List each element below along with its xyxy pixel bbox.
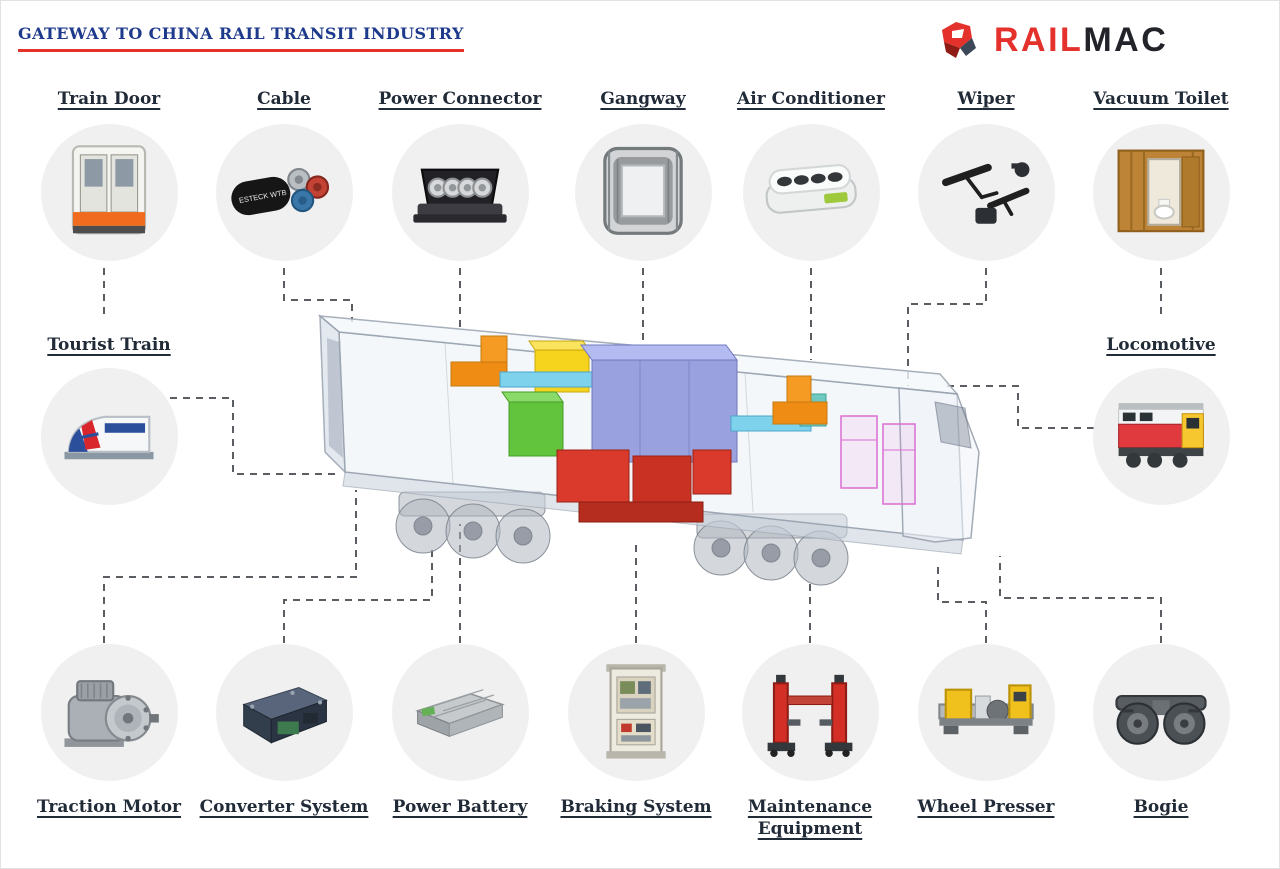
train-roof-equipment [450,335,828,463]
power-connector-icon [413,168,507,223]
product-braking-system[interactable]: Braking System [548,644,724,818]
product-image-circle [391,124,529,262]
product-image-circle [917,644,1055,781]
product-label: Vacuum Toilet [1093,89,1229,109]
brand-logo[interactable]: RAILMAC [938,18,1168,62]
product-image-circle [1092,124,1230,262]
bogie-icon [1115,694,1207,745]
product-image-circle [742,124,880,262]
traction-motor-icon [64,679,159,747]
product-gangway[interactable]: Gangway [555,88,731,262]
connector-locomotive [944,385,1094,429]
connector-wiper [907,268,987,386]
product-power-battery[interactable]: Power Battery [372,644,548,818]
train-cutaway-illustration [317,314,980,586]
connector-converter-system [283,550,433,643]
product-image-circle [574,124,712,262]
braking-system-icon [606,663,666,759]
train-cab [898,387,980,543]
product-label: Power Connector [378,89,542,109]
railmac-logo-icon [942,22,976,58]
brand-word-mac: MAC [1083,21,1169,59]
product-label: Tourist Train [47,335,171,355]
product-bogie[interactable]: Bogie [1073,644,1249,818]
product-image-circle [215,644,353,781]
product-wheel-presser[interactable]: Wheel Presser [898,644,1074,818]
product-label: Bogie [1133,797,1189,817]
maintenance-equipment-icon [767,674,853,757]
locomotive-icon [1118,402,1204,468]
connector-bogie [999,556,1162,643]
product-traction-motor[interactable]: Traction Motor [21,644,197,818]
product-image-circle [40,368,178,506]
product-label: Air Conditioner [737,89,885,109]
train-underframe-equipment [556,449,732,523]
product-air-conditioner[interactable]: Air Conditioner [723,88,899,262]
product-image-circle [741,644,879,781]
product-label: Traction Motor [37,797,181,817]
connector-tourist-train [170,397,338,475]
product-image-circle [567,644,705,781]
product-label: Converter System [199,797,369,817]
product-label: Power Battery [392,797,528,817]
brand-word-rail: RAIL [994,21,1084,59]
page-title: GATEWAY TO CHINA RAIL TRANSIT INDUSTRY [18,24,464,52]
product-image-circle [1092,644,1230,781]
product-label: Maintenance Equipment [747,797,873,840]
product-converter-system[interactable]: Converter System [196,644,372,818]
connector-traction-motor [103,490,357,643]
tourist-train-icon [64,415,154,459]
product-image-circle: ESTECK WTB [215,124,353,262]
connector-wheel-presser [937,564,987,643]
train-cab-cabinets [840,415,916,505]
product-label: Wiper [957,89,1015,109]
cable-icon: ESTECK WTB [231,167,330,215]
product-locomotive[interactable]: Locomotive [1073,334,1249,506]
train-door-icon [71,144,147,234]
product-label: Cable [257,89,311,109]
vacuum-toilet-icon [1117,149,1205,232]
product-train-door[interactable]: Train Door [21,88,197,262]
product-image-circle [40,644,178,781]
product-label: Braking System [560,797,712,817]
gangway-icon [603,146,683,235]
converter-system-icon [242,686,328,744]
product-label: Gangway [600,89,686,109]
power-battery-icon [415,688,505,737]
wheel-presser-icon [938,683,1034,734]
product-image-circle [917,124,1055,262]
product-tourist-train[interactable]: Tourist Train [21,334,197,506]
product-vacuum-toilet[interactable]: Vacuum Toilet [1073,88,1249,262]
connector-cable [283,268,353,322]
product-image-circle [40,124,178,262]
product-power-connector[interactable]: Power Connector [372,88,548,262]
brand-wordmark: RAILMAC [994,23,1168,57]
product-wiper[interactable]: Wiper [898,88,1074,262]
air-conditioner-icon [765,163,857,214]
train-bogies [395,491,849,586]
product-cable[interactable]: Cable ESTECK WTB [196,88,372,262]
product-label: Locomotive [1106,335,1216,355]
product-image-circle [1092,368,1230,506]
product-image-circle [391,644,529,781]
product-label: Wheel Presser [917,797,1055,817]
product-label: Train Door [57,89,161,109]
wiper-icon [942,161,1030,224]
product-maintenance-equipment[interactable]: Maintenance Equipment [722,644,898,840]
